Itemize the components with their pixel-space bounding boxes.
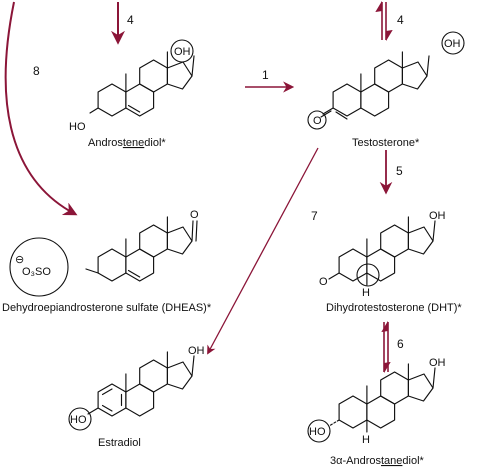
dht-h: H <box>362 287 370 299</box>
dht-carbonyl-o: O <box>319 276 328 288</box>
testosterone-label: Testosterone* <box>352 137 420 149</box>
androstenediol-structure: OH HO <box>69 39 195 133</box>
reaction-label-8: 8 <box>33 64 40 78</box>
estradiol-ho: HO <box>70 414 87 426</box>
androstanediol-ho: HO <box>309 426 326 438</box>
dht-structure: O OH H <box>319 210 446 299</box>
dheas-sulfate-group: O₃SO <box>22 266 51 278</box>
dheas-label: Dehydroepiandrosterone sulfate (DHEAS)* <box>2 302 212 314</box>
arrow-reaction-7 <box>207 147 319 355</box>
androstanediol-oh: OH <box>429 357 446 369</box>
reaction-arrows <box>4 0 393 374</box>
androstanediol-structure: HO OH H <box>307 357 446 446</box>
reaction-label-4-right: 4 <box>397 13 404 27</box>
reaction-label-4-left: 4 <box>127 13 134 27</box>
dheas-carbonyl-o: O <box>190 209 199 221</box>
testosterone-o: O <box>313 115 322 127</box>
dheas-structure: O ⊖ O₃SO <box>9 209 199 297</box>
androstanediol-h: H <box>362 434 370 446</box>
reaction-label-7: 7 <box>311 209 318 223</box>
dheas-minus-sign: ⊖ <box>15 254 24 266</box>
reaction-label-1: 1 <box>262 68 269 82</box>
dht-oh: OH <box>429 210 446 222</box>
arrow-reaction-8 <box>4 1 78 216</box>
reaction-label-5: 5 <box>396 164 403 178</box>
dht-label: Dihydrotestosterone (DHT)* <box>326 302 462 314</box>
estradiol-structure: HO OH <box>68 345 205 431</box>
androstenediol-label: Androstenediol* <box>88 137 166 149</box>
androstanediol-label: 3α-Androstanediol* <box>330 455 425 467</box>
reaction-numbers: 4 4 8 1 5 7 6 <box>33 13 404 351</box>
testosterone-structure: O OH <box>307 31 465 130</box>
testosterone-oh: OH <box>444 38 461 50</box>
estradiol-oh: OH <box>188 345 205 357</box>
reaction-label-6: 6 <box>397 337 404 351</box>
androstenediol-oh: OH <box>174 46 191 58</box>
androstenediol-ho: HO <box>69 121 86 133</box>
estradiol-label: Estradiol <box>98 437 141 449</box>
